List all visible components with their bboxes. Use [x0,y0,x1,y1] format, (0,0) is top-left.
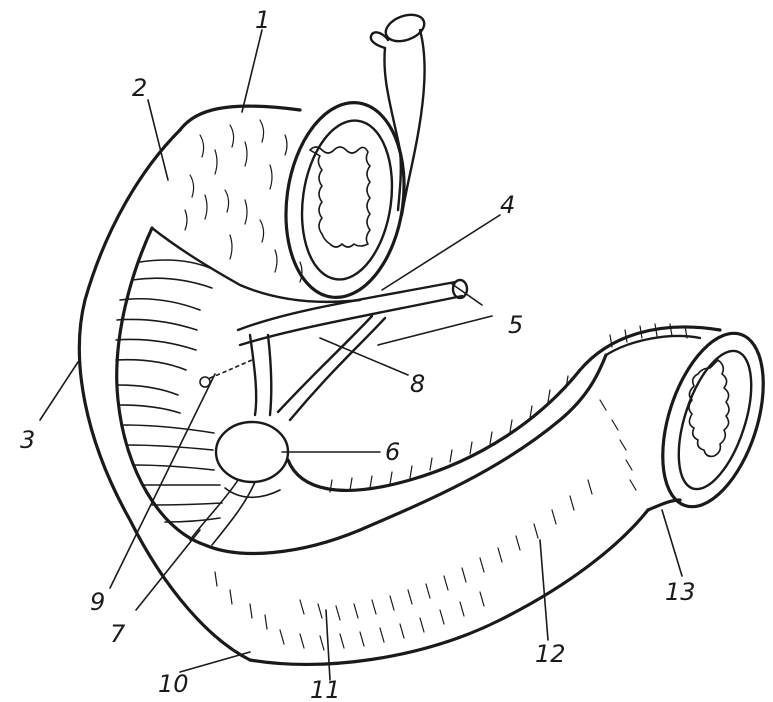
dotted-duct [210,360,252,378]
minor-duct-lower [190,480,238,540]
bulb-hatching [185,120,302,282]
bulb-mucosa [310,147,370,247]
leader-lines [40,30,682,680]
terminal-lower-contour [648,500,680,510]
terminal-opening-outer [643,321,773,519]
duct-crossing [290,318,385,420]
label-7: 7 [110,620,126,648]
loop-hatching [215,324,687,650]
lower-outer-contour [250,510,648,664]
lower-inner-contour [205,355,606,553]
minor-duct-lower-2 [212,482,255,545]
duct-upper [238,282,455,330]
label-11: 11 [310,676,341,702]
ampulla-lower [225,488,280,497]
label-12: 12 [535,640,566,668]
inner-contour-left [117,228,205,545]
label-2: 2 [132,74,147,102]
label-4: 4 [500,191,515,219]
label-3: 3 [20,426,35,454]
bulb-lower-contour [152,228,360,302]
label-9: 9 [90,588,105,616]
label-8: 8 [410,370,425,398]
duct-descending-1 [250,335,256,415]
bulb-top-contour [180,106,300,130]
label-10: 10 [158,670,189,698]
duct-descending-2 [268,335,271,415]
label-1: 1 [255,6,270,34]
label-6: 6 [385,438,400,466]
outer-contour-left [79,130,250,660]
terminal-mucosa [689,360,729,456]
label-13: 13 [665,578,696,606]
terminal-opening-inner [664,342,766,497]
ampulla [216,422,288,482]
label-5: 5 [508,311,523,339]
